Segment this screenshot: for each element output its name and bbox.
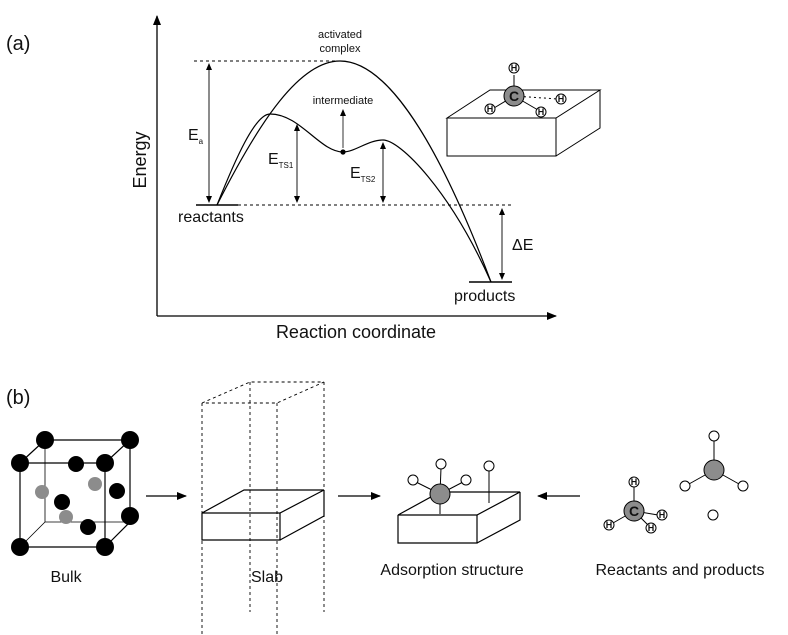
inset-slab-side <box>555 90 601 157</box>
y-axis-label: Energy <box>130 131 150 188</box>
carbon-atom-label: C <box>509 88 519 104</box>
adsorption-label: Adsorption structure <box>380 562 523 579</box>
slab-side <box>279 490 325 541</box>
hydrogen-atom <box>656 509 668 521</box>
bulk-black-atom <box>96 454 114 472</box>
hydrogen-atom <box>679 480 691 492</box>
hydrogen-atom <box>508 62 520 74</box>
bulk-grey-atom <box>88 477 102 491</box>
bulk-black-atom <box>121 431 139 449</box>
slab-label: Slab <box>251 569 283 586</box>
hydrogen-atom-label: H <box>648 523 655 533</box>
uncatalysed-pathway-curve <box>216 60 492 283</box>
adsorption-slab-front <box>397 515 478 544</box>
carbon-atom <box>503 85 525 107</box>
bulk-cube-top <box>19 439 132 464</box>
hydrogen-atom <box>708 430 720 442</box>
adsorbed-hydrogen-atom <box>460 474 472 486</box>
hydrogen-atom <box>603 519 615 531</box>
methane-molecule: C H H H H <box>603 476 668 534</box>
adsorption-slab-side <box>476 492 521 544</box>
adsorption-structure <box>397 458 521 544</box>
hydrogen-atom-label: H <box>659 510 666 520</box>
intermediate-point <box>340 149 346 155</box>
slab-front <box>201 513 281 541</box>
bulk-label: Bulk <box>50 569 82 586</box>
hydrogen-atom <box>628 476 640 488</box>
ch3-fragment <box>679 430 749 492</box>
hydrogen-atom-label: H <box>606 520 613 530</box>
panel-b-label: (b) <box>6 387 30 409</box>
intermediate-label: intermediate <box>313 95 374 107</box>
hydrogen-atom-label: H <box>487 104 494 114</box>
bulk-black-atom <box>96 538 114 556</box>
slab-top <box>201 489 325 514</box>
bulk-black-atom <box>36 431 54 449</box>
hydrogen-atom <box>484 103 496 115</box>
hydrogen-atom-label: H <box>511 63 518 73</box>
bulk-black-atom <box>121 507 139 525</box>
carbon-atom <box>703 459 725 481</box>
adsorption-slab-top <box>397 491 521 516</box>
hydrogen-atom <box>535 106 547 118</box>
panel-a: (a) Energy Reaction coordinate activated… <box>6 15 602 342</box>
hydrogen-atom <box>645 522 657 534</box>
adsorbed-carbon-atom <box>429 483 451 505</box>
carbon-atom-label: C <box>629 503 639 519</box>
reactants-products-label: Reactants and products <box>596 562 765 579</box>
delta-e-label: ΔE <box>512 237 533 254</box>
carbon-atom <box>623 500 645 522</box>
catalysed-pathway-curve <box>216 113 492 283</box>
ea-label: Ea <box>188 127 204 146</box>
vacuum-box-edges <box>201 382 325 634</box>
bond-c-h-dashed <box>513 95 559 100</box>
bulk-black-atom <box>11 454 29 472</box>
activated-label-line1: activated <box>318 29 362 41</box>
inset-slab-front <box>446 118 557 157</box>
hydrogen-atom-label: H <box>538 107 545 117</box>
panel-a-label: (a) <box>6 33 30 55</box>
bulk-crystal <box>11 431 139 556</box>
activated-label-line2: complex <box>320 43 361 55</box>
inset-adsorbed-methane: C H H H H <box>445 62 602 157</box>
adsorbed-hydrogen-atom <box>483 460 495 472</box>
ets1-label: ETS1 <box>268 151 294 170</box>
bulk-grey-atom <box>59 510 73 524</box>
vacuum-box-top <box>201 381 325 404</box>
panel-b: (b) Bulk <box>6 381 765 634</box>
slab-model <box>201 381 325 634</box>
free-hydrogen-atom <box>707 509 719 521</box>
x-axis-label: Reaction coordinate <box>276 322 436 342</box>
bulk-black-atom <box>11 538 29 556</box>
bulk-black-atom <box>80 519 96 535</box>
bulk-black-atom <box>68 456 84 472</box>
hydrogen-atom <box>737 480 749 492</box>
ets2-label: ETS2 <box>350 165 376 184</box>
hydrogen-atom-label: H <box>631 477 638 487</box>
reactants-label: reactants <box>178 209 244 226</box>
hydrogen-atom-label: H <box>558 94 565 104</box>
bulk-black-atom <box>54 494 70 510</box>
hydrogen-atom <box>555 93 567 105</box>
adsorbed-hydrogen-atom <box>435 458 447 470</box>
products-label: products <box>454 288 515 305</box>
bulk-black-atom <box>109 483 125 499</box>
bulk-grey-atom <box>35 485 49 499</box>
adsorbed-hydrogen-atom <box>407 474 419 486</box>
